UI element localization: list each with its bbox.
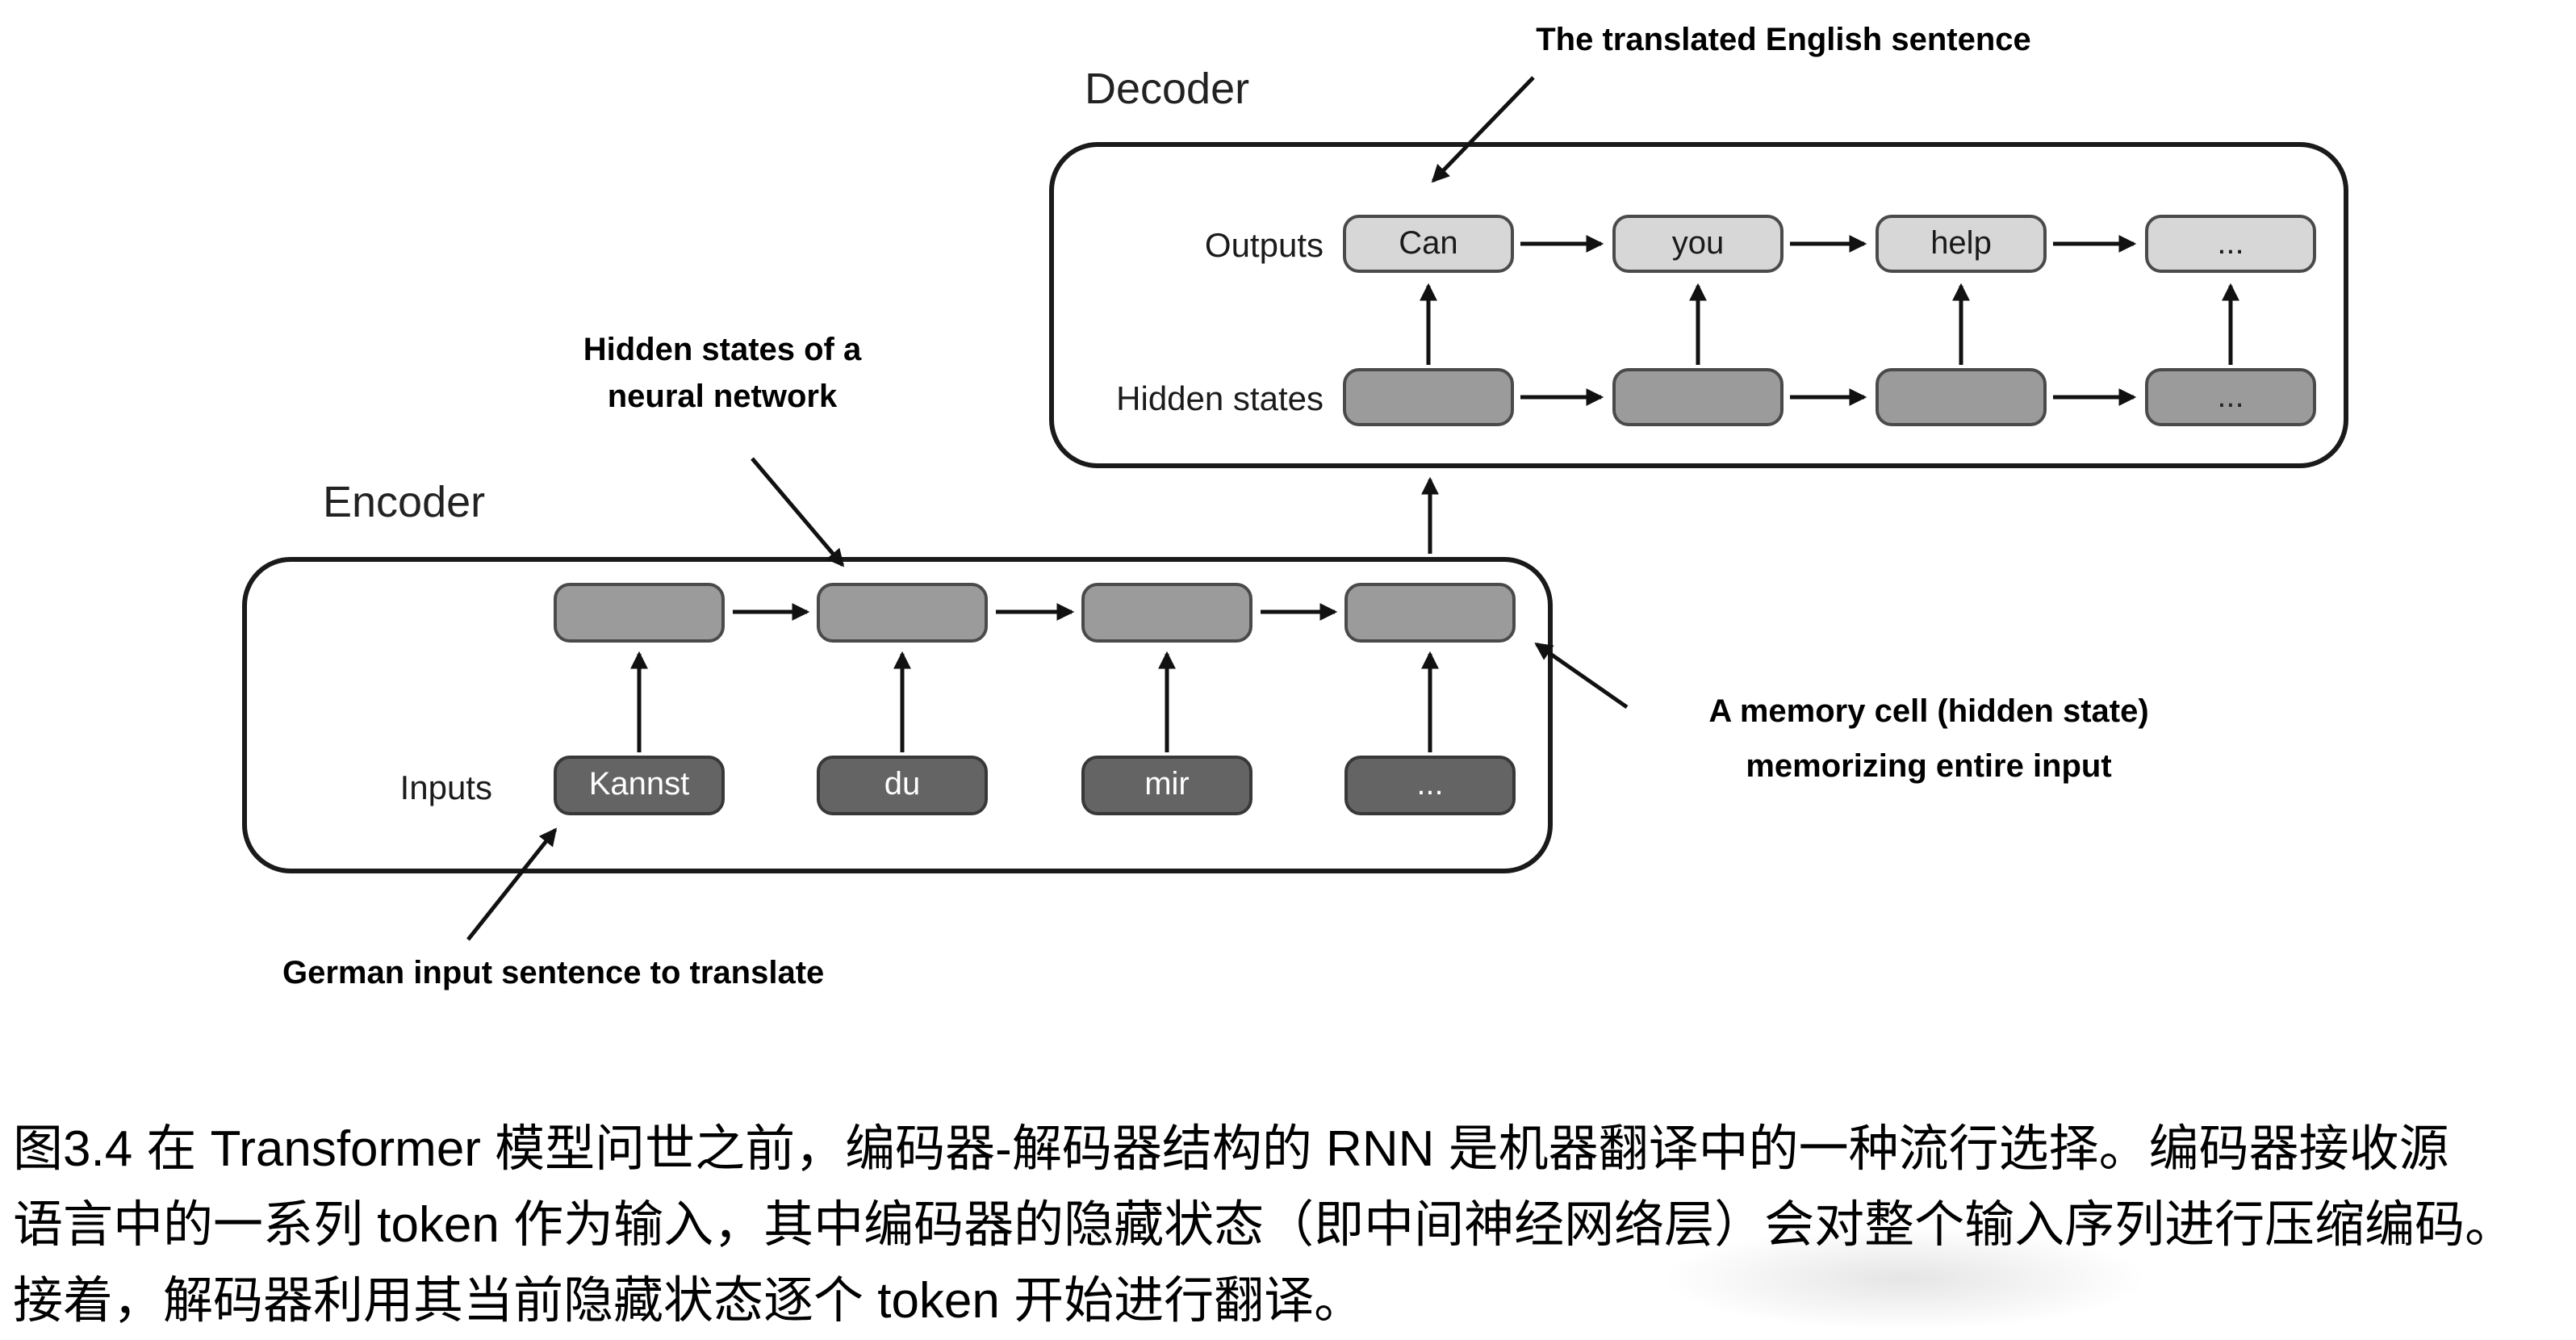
decoder-outputs-label: Outputs [1204, 228, 1324, 265]
annotation-translated-sentence: The translated English sentence [1536, 23, 2031, 58]
decoder-output-token-2: you [1612, 215, 1784, 273]
encoder-hidden-cell-2 [817, 583, 988, 643]
decoder-output-token-1: Can [1343, 215, 1514, 273]
annotation-memory-cell-line1: A memory cell (hidden state) [1708, 694, 2149, 730]
annotation-memory-cell-line2: memorizing entire input [1746, 749, 2112, 785]
caption-line-1: 图3.4 在 Transformer 模型问世之前，编码器-解码器结构的 RNN… [13, 1120, 2449, 1177]
caption-line-3: 接着，解码器利用其当前隐藏状态逐个 token 开始进行翻译。 [13, 1272, 1365, 1329]
encoder-input-token-3: mir [1081, 756, 1252, 815]
decoder-hidden-cell-1 [1343, 368, 1514, 426]
encoder-hidden-cell-1 [554, 583, 725, 643]
encoder-title: Encoder [323, 478, 486, 526]
annotation-german-input: German input sentence to translate [282, 956, 825, 991]
arrow-annotation-hidden-states [751, 457, 845, 567]
annotation-hidden-states: Hidden states of a neural network [549, 328, 896, 421]
encoder-inputs-label: Inputs [399, 770, 492, 807]
annotation-hidden-states-line1: Hidden states of a [583, 333, 862, 368]
encoder-input-token-4: ... [1344, 756, 1516, 815]
encoder-input-token-1: Kannst [554, 756, 725, 815]
encoder-input-token-2: du [817, 756, 988, 815]
annotation-hidden-states-line2: neural network [607, 379, 838, 415]
decoder-output-token-3: help [1876, 215, 2047, 273]
decoder-title: Decoder [1085, 65, 1250, 113]
decoder-hidden-cell-2 [1612, 368, 1784, 426]
decoder-hidden-cell-3 [1876, 368, 2047, 426]
decoder-output-token-4: ... [2145, 215, 2316, 273]
encoder-hidden-cell-4 [1344, 583, 1516, 643]
figure-caption: 图3.4 在 Transformer 模型问世之前，编码器-解码器结构的 RNN… [13, 1111, 2573, 1338]
annotation-memory-cell: A memory cell (hidden state) memorizing … [1622, 685, 2235, 794]
encoder-hidden-cell-3 [1081, 583, 1252, 643]
caption-line-2: 语言中的一系列 token 作为输入，其中编码器的隐藏状态（即中间神经网络层）会… [13, 1196, 2515, 1253]
watermark-smudge [1662, 1227, 2147, 1330]
decoder-hidden-states-label: Hidden states [1116, 381, 1324, 418]
decoder-hidden-cell-4: ... [2145, 368, 2316, 426]
